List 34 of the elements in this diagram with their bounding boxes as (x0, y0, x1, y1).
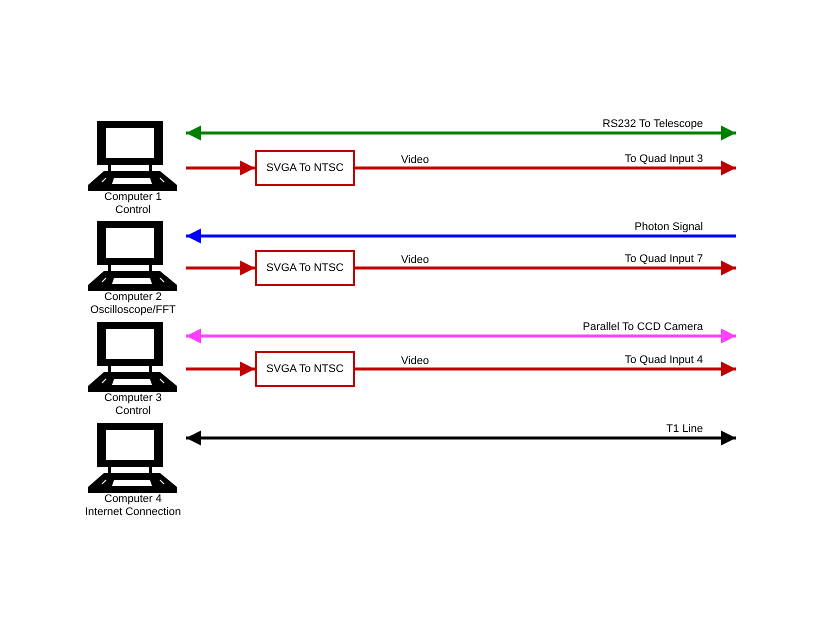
arrow (186, 328, 736, 344)
arrow (186, 260, 255, 276)
box-label: SVGA To NTSC (266, 363, 344, 375)
arrow (186, 228, 736, 244)
computer-label: Control (114, 405, 152, 418)
arrow (186, 430, 736, 446)
arrow (186, 126, 736, 140)
converter-box (255, 150, 355, 186)
box-label: SVGA To NTSC (266, 262, 344, 274)
signal-label: Video (400, 355, 430, 367)
box-label: SVGA To NTSC (266, 162, 344, 174)
edge-label: RS232 To Telescope (602, 118, 704, 130)
edge-label: Photon Signal (634, 221, 704, 233)
arrow (186, 362, 255, 376)
edge-label: To Quad Input 4 (624, 354, 704, 366)
arrow (355, 160, 736, 176)
converter-box (255, 351, 355, 387)
computer-label: Computer 2 (103, 291, 163, 304)
edge-label: To Quad Input 3 (624, 153, 704, 165)
computer-label: Computer 4 (103, 493, 163, 506)
converter-box (255, 250, 355, 286)
arrow (355, 260, 736, 276)
computer-label: Internet Connection (84, 506, 182, 519)
computer-label: Control (114, 204, 152, 217)
edge-label: Parallel To CCD Camera (582, 321, 704, 333)
edge-label: T1 Line (665, 423, 704, 435)
arrow (355, 362, 736, 376)
edge-label: To Quad Input 7 (624, 253, 704, 265)
computer-label: Oscilloscope/FFT (89, 304, 177, 317)
signal-label: Video (400, 154, 430, 166)
computer-label: Computer 3 (103, 392, 163, 405)
computer-label: Computer 1 (103, 191, 163, 204)
arrow (186, 160, 255, 176)
signal-label: Video (400, 254, 430, 266)
